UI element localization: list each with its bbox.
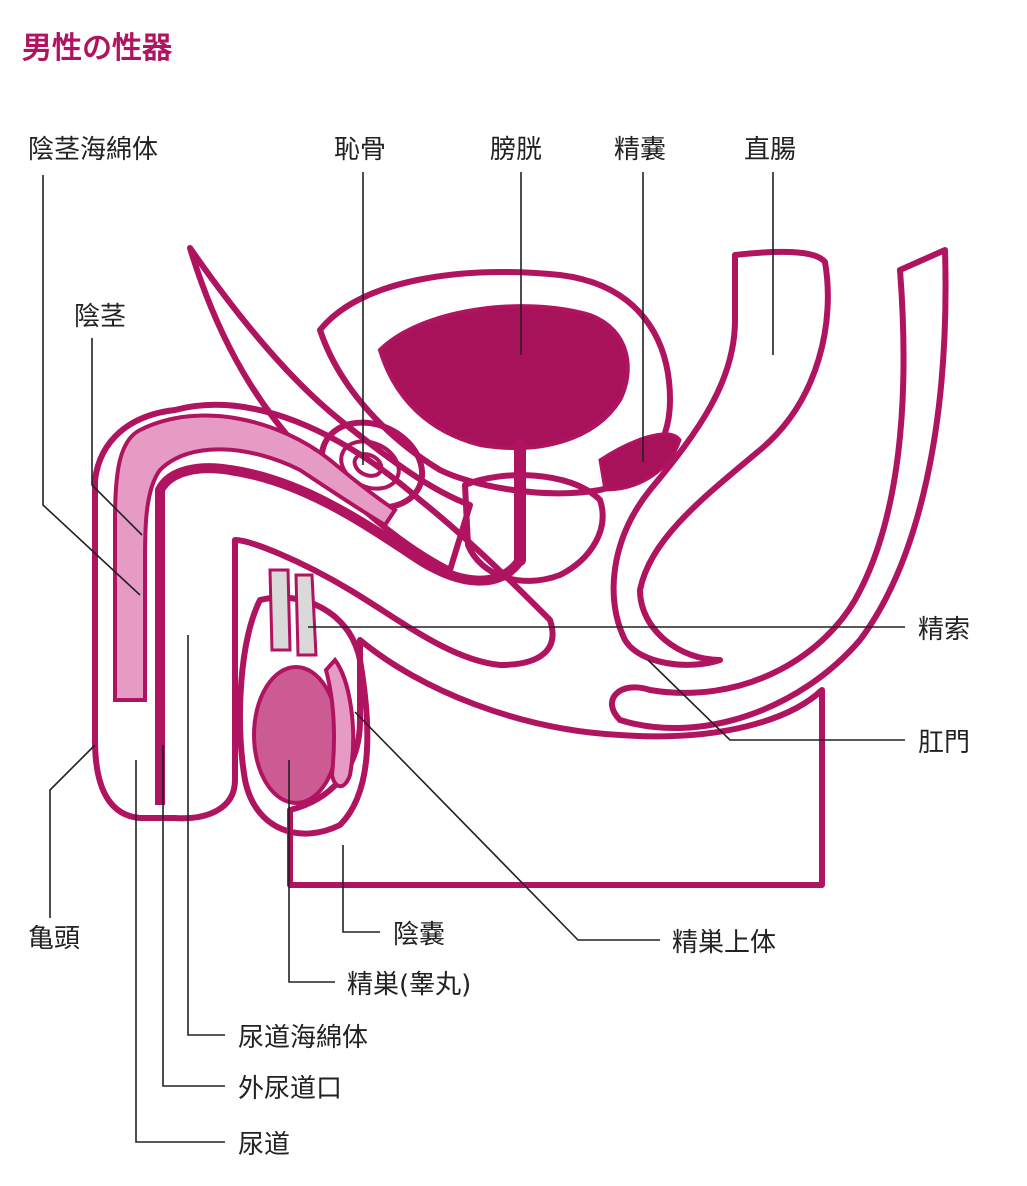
leader-lines xyxy=(42,172,905,1143)
label-spermatic-cord: 精索 xyxy=(918,615,970,645)
page-title: 男性の性器 xyxy=(22,31,173,66)
label-corpus-spongiosum: 尿道海綿体 xyxy=(238,1023,368,1053)
label-bladder: 膀胱 xyxy=(490,135,542,165)
rectum xyxy=(610,248,831,668)
label-urethral-opening: 外尿道口 xyxy=(238,1074,342,1104)
label-urethra: 尿道 xyxy=(238,1130,290,1160)
label-rectum: 直腸 xyxy=(744,135,796,165)
label-anus: 肛門 xyxy=(918,728,970,758)
label-penis: 陰茎 xyxy=(74,302,126,332)
scrotum xyxy=(237,594,371,837)
label-glans: 亀頭 xyxy=(28,924,80,954)
bladder xyxy=(377,304,630,450)
label-scrotum: 陰嚢 xyxy=(393,920,445,950)
penile-urethra xyxy=(155,463,525,805)
label-testis: 精巣(睾丸) xyxy=(347,970,471,1000)
spermatic-cord-right xyxy=(294,573,318,657)
perineum-body xyxy=(287,637,825,888)
label-pubic-bone: 恥骨 xyxy=(334,135,386,165)
penis-outer xyxy=(92,401,556,822)
corpus-cavernosum xyxy=(113,413,398,702)
label-seminal-vesicle: 精嚢 xyxy=(614,135,666,165)
testis xyxy=(252,665,340,805)
epididymis xyxy=(323,656,356,789)
spermatic-cord-left xyxy=(268,568,292,652)
labels: 陰茎海綿体 恥骨 膀胱 精嚢 直腸 陰茎 精索 肛門 亀頭 精巣上体 陰嚢 精巣… xyxy=(28,135,970,1160)
seminal-vesicle xyxy=(598,432,682,492)
label-epididymis: 精巣上体 xyxy=(672,928,776,958)
rectum-wall xyxy=(609,247,949,732)
label-corpus-cavernosum: 陰茎海綿体 xyxy=(28,135,158,165)
